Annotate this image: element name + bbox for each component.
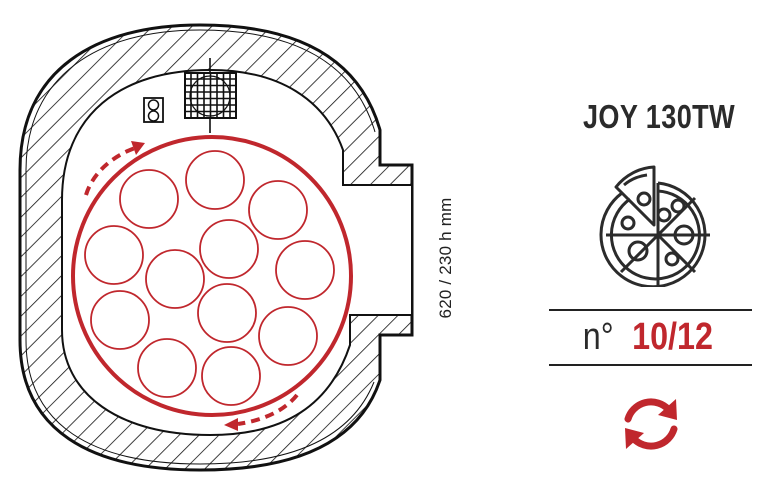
pizza-capacity: n° 10/12 — [550, 316, 750, 359]
pizza — [145, 249, 205, 309]
rotating-deck — [71, 135, 353, 417]
model-title: JOY 130TW — [582, 98, 736, 135]
rotation-arrow-bottom — [224, 393, 299, 431]
pizza — [185, 150, 245, 210]
pizza — [197, 283, 257, 343]
door-dimension-label: 620 / 230 h mm — [436, 197, 455, 319]
pizza — [119, 169, 179, 229]
pizza-layout — [84, 150, 335, 406]
door-opening — [343, 165, 413, 335]
light-icon — [143, 97, 164, 123]
pizza — [199, 219, 259, 279]
oven-cavity — [61, 68, 413, 437]
capacity-value: 10/12 — [631, 316, 713, 358]
fan-grid-icon — [184, 58, 237, 133]
pizza — [137, 338, 197, 398]
pizza-icon — [599, 165, 710, 287]
pizza — [258, 306, 318, 366]
pizza — [248, 180, 308, 240]
capacity-prefix: n° — [582, 316, 614, 358]
rotate-arrows-icon — [624, 398, 678, 450]
rotation-arrow-top — [84, 141, 145, 196]
pizza — [84, 225, 144, 285]
pizza — [90, 290, 150, 350]
divider-top — [549, 309, 752, 311]
pizza — [275, 240, 335, 300]
oven-top-view-diagram — [18, 23, 414, 472]
pizza — [201, 346, 261, 406]
divider-bottom — [549, 364, 752, 366]
